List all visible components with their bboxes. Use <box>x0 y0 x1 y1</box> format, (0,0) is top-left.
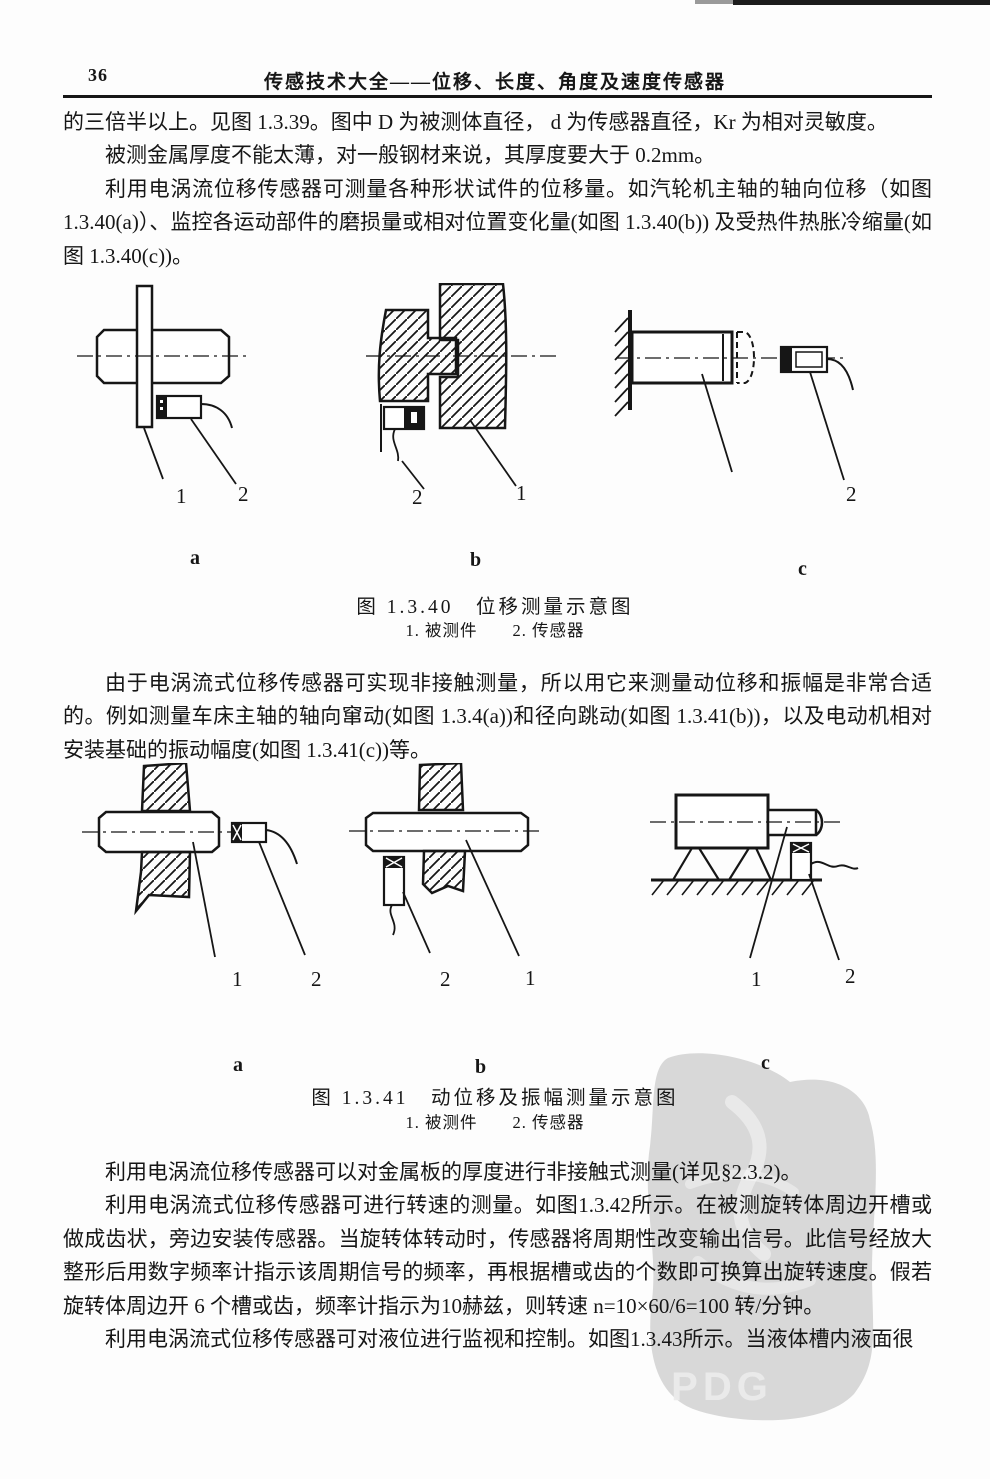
sensor-cable <box>810 860 859 870</box>
paragraph: 由于电涡流式位移传感器可实现非接触测量，所以用它来测量动位移和振幅是非常合适的。… <box>63 671 932 762</box>
paragraph: 利用电涡流式位移传感器可对液位进行监视和控制。如图1.3.43所示。当液体槽内液… <box>105 1327 914 1352</box>
block-part <box>438 283 508 430</box>
scan-artifact-black <box>733 0 990 5</box>
leader-line <box>749 826 788 959</box>
fig41-caption: 图 1.3.41 动位移及振幅测量示意图 <box>311 1088 679 1109</box>
bearing-block-bottom <box>421 849 467 895</box>
leader-line <box>192 841 216 958</box>
callout-1: 1 <box>176 484 187 508</box>
header-rule <box>63 95 932 98</box>
sensor-inner <box>795 351 823 368</box>
sensor-tip-dot <box>160 400 163 403</box>
wall-hatching <box>614 317 629 417</box>
leader-line <box>469 419 517 487</box>
leader-line <box>808 873 840 961</box>
callout-2: 2 <box>238 482 249 506</box>
watermark-brushstroke <box>725 1095 771 1261</box>
fig40-diagram-b: 2 1 b <box>366 283 560 571</box>
sensor-tip-cross <box>792 843 810 853</box>
sensor-tip-dot <box>411 412 417 423</box>
watermark-blob <box>647 1053 876 1421</box>
callout-1: 1 <box>751 967 762 991</box>
figure-1-3-40: 1 2 a 2 1 b <box>77 283 857 580</box>
leader-line <box>190 418 237 485</box>
leader-line <box>401 460 425 490</box>
running-head-title: 传感技术大全——位移、长度、角度及速度传感器 <box>263 72 726 93</box>
fig40-diagram-a: 1 2 a <box>77 284 250 569</box>
leader-line <box>701 373 733 473</box>
paragraph: 的三倍半以上。见图 1.3.39。图中 D 为被测体直径， d 为传感器直径，K… <box>63 110 888 134</box>
sensor-cable <box>389 904 396 936</box>
callout-2: 2 <box>846 482 857 506</box>
fig40-caption: 图 1.3.40 位移测量示意图 <box>356 597 634 618</box>
callout-2: 2 <box>845 964 856 988</box>
subfigure-letter-a: a <box>190 547 200 569</box>
callout-2: 2 <box>412 485 423 509</box>
paragraph: 利用电涡流位移传感器可测量各种形状试件的位移量。如汽轮机主轴的轴向位移（如图1.… <box>63 176 932 268</box>
watermark-brushstroke <box>692 1256 816 1295</box>
paragraph: 被测金属厚度不能太薄，对一般钢材来说，其厚度要大于 0.2mm。 <box>105 143 716 168</box>
watermark-pdg-text: PDG <box>671 1365 773 1409</box>
shaft <box>97 810 221 854</box>
page-number: 36 <box>88 65 108 85</box>
text-block-middle: 由于电涡流式位移传感器可实现非接触测量，所以用它来测量动位移和振幅是非常合适的。… <box>63 667 932 767</box>
fig41-diagram-c: 1 2 c <box>650 793 859 1074</box>
paragraph: 利用电涡流式位移传感器可进行转速的测量。如图1.3.42所示。在被测旋转体周边开… <box>63 1193 932 1318</box>
fig41-diagram-a: 1 2 a <box>82 763 322 1076</box>
paragraph: 利用电涡流位移传感器可以对金属板的厚度进行非接触式测量(详见§2.3.2)。 <box>105 1160 802 1184</box>
shaft <box>364 811 530 853</box>
leader-line <box>258 841 306 956</box>
callout-2: 2 <box>311 967 322 991</box>
fig40-legend: 1. 被测件 2. 传感器 <box>405 621 585 640</box>
shaft <box>95 328 231 385</box>
bearing-block-top <box>417 763 465 812</box>
subfigure-letter-a: a <box>233 1054 243 1076</box>
fig41-diagram-b: 2 1 b <box>349 763 541 1078</box>
bearing-block-top <box>140 763 192 813</box>
sensor-tip-dot <box>160 407 163 410</box>
sensor-cable <box>826 358 854 391</box>
leader-line <box>143 427 164 480</box>
sensor-cable <box>392 428 400 462</box>
figure-1-3-41: 1 2 a 2 1 b <box>82 763 859 1078</box>
sensor-tip <box>781 347 792 372</box>
callout-1: 1 <box>525 966 536 990</box>
text-block-top: 的三倍半以上。见图 1.3.39。图中 D 为被测体直径， d 为传感器直径，K… <box>63 106 932 273</box>
callout-2: 2 <box>440 967 451 991</box>
motor-legs <box>672 847 772 881</box>
sensor-cable <box>265 829 298 865</box>
subfigure-letter-c: c <box>798 558 807 580</box>
fig41-legend: 1. 被测件 2. 传感器 <box>405 1113 585 1132</box>
callout-1: 1 <box>232 967 243 991</box>
fixed-wall <box>628 310 632 410</box>
scan-artifact-gray <box>695 0 737 4</box>
shaft-end-cap <box>815 808 824 837</box>
subfigure-letter-c: c <box>761 1052 770 1074</box>
sensor-tip-cross <box>232 824 242 841</box>
leader-line <box>402 891 431 954</box>
text-block-bottom: 利用电涡流位移传感器可以对金属板的厚度进行非接触式测量(详见§2.3.2)。 利… <box>63 1156 932 1356</box>
leader-line <box>465 839 520 957</box>
ground-hatching <box>651 879 815 896</box>
expanded-outline-dashed <box>737 331 755 384</box>
subfigure-letter-b: b <box>470 549 481 571</box>
sensor-cable <box>200 403 233 429</box>
library-watermark-stamp: PDG <box>647 1053 876 1421</box>
watermark-brushstroke <box>685 1169 799 1197</box>
fig40-diagram-c: 2 c <box>614 310 857 580</box>
leader-line <box>809 371 845 481</box>
bearing-block-bottom <box>134 850 192 916</box>
callout-1: 1 <box>516 481 527 505</box>
sensor-tip-cross <box>385 857 403 868</box>
subfigure-letter-b: b <box>475 1056 486 1078</box>
